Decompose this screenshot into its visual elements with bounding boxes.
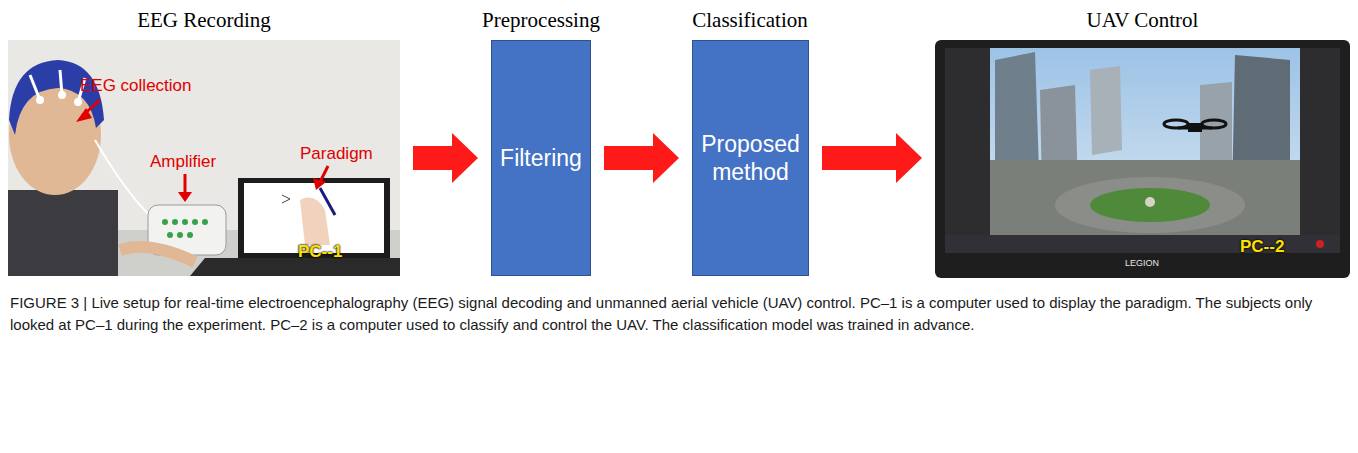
box-text-group: Proposed method (693, 130, 808, 186)
box-label: Proposed method (693, 130, 808, 186)
screenshot (935, 40, 1350, 278)
brand-label: LEGION (1125, 258, 1159, 268)
annotation-label: EEG collection (80, 76, 192, 96)
figure-caption: FIGURE 3 | Live setup for real-time elec… (10, 292, 1346, 336)
annotation-label: Paradigm (300, 144, 373, 164)
annotation-label: Amplifier (150, 152, 216, 172)
arrow-shape (822, 133, 922, 183)
image-panel: PC--2 (935, 40, 1350, 276)
box-label: Filtering (500, 144, 582, 172)
process-node: PreprocessingFiltering (461, 0, 621, 280)
flow-arrow (604, 133, 679, 183)
image-node: UAV ControlPC--2 (927, 0, 1358, 280)
image-node: EEG RecordingEEG collectionAmplifier Para… (0, 0, 408, 280)
computer-label: PC--1 (298, 242, 342, 262)
leader-arrow (76, 100, 328, 202)
computer-label: PC--2 (1240, 237, 1284, 257)
column-heading: Preprocessing (461, 8, 621, 33)
column-heading: Classification (670, 8, 830, 33)
column-heading: UAV Control (927, 8, 1358, 33)
flow-arrow (413, 133, 478, 183)
process-box: Filtering (491, 40, 591, 276)
image-panel: EEG collectionAmplifier ParadigmPC--1 (8, 40, 400, 276)
photo (8, 40, 400, 276)
column-heading: EEG Recording (0, 8, 408, 33)
arrow-shape (413, 133, 478, 183)
process-node: ClassificationProposed method (670, 0, 830, 280)
box-text-group: Filtering (500, 144, 582, 172)
arrow-shape (604, 133, 679, 183)
process-box: Proposed method (692, 40, 809, 276)
flow-arrow (822, 133, 922, 183)
